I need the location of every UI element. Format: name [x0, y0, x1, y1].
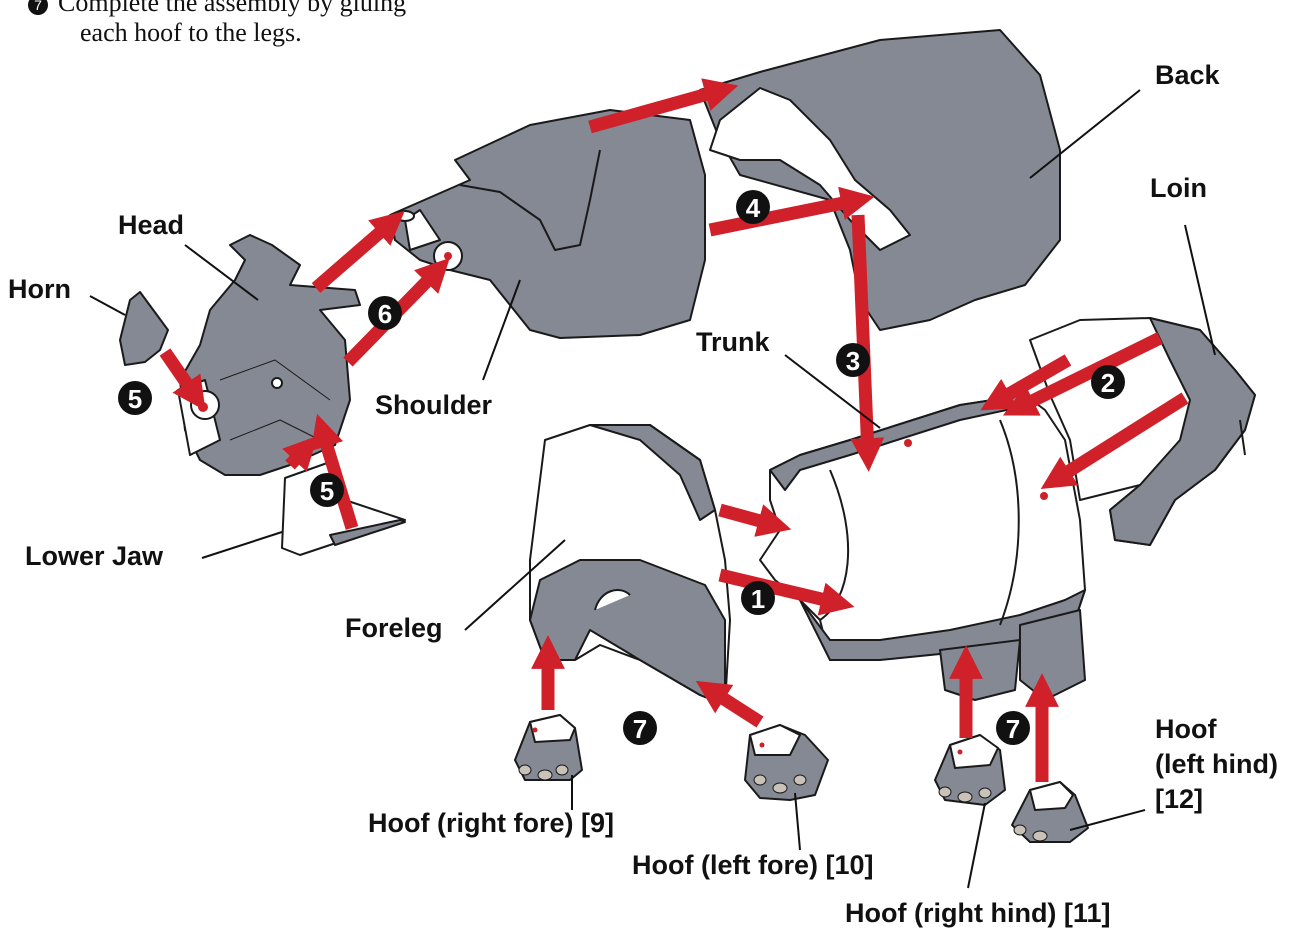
step-2-marker: 2 [1091, 365, 1125, 399]
label-hoof-left-hind-line2: (left hind) [1155, 749, 1278, 779]
label-back: Back [1155, 60, 1221, 90]
label-hoof-right-hind: Hoof (right hind) [11] [845, 898, 1110, 928]
label-trunk: Trunk [696, 327, 770, 357]
hoof-left-fore [745, 725, 828, 800]
arrow-head-shoulder-a [316, 222, 392, 288]
arrow-7-left-fore [710, 690, 760, 722]
svg-text:3: 3 [846, 346, 860, 376]
back-part [700, 30, 1060, 330]
horn-part [120, 292, 168, 365]
label-loin: Loin [1150, 173, 1207, 203]
svg-text:7: 7 [1006, 714, 1020, 744]
hoof-left-hind [1012, 782, 1088, 842]
arrow-foreleg-a [720, 510, 775, 525]
hoof-right-fore [515, 715, 582, 780]
label-foreleg: Foreleg [345, 613, 443, 643]
svg-text:5: 5 [128, 384, 142, 414]
svg-text:4: 4 [746, 193, 761, 223]
step-3-marker: 3 [836, 343, 870, 377]
svg-text:2: 2 [1101, 368, 1115, 398]
svg-text:6: 6 [378, 299, 392, 329]
label-hoof-left-fore: Hoof (left fore) [10] [632, 850, 873, 880]
step-1-marker: 1 [741, 581, 775, 615]
svg-text:5: 5 [320, 476, 334, 506]
label-hoof-right-fore: Hoof (right fore) [9] [368, 808, 614, 838]
label-head: Head [118, 210, 184, 240]
label-shoulder: Shoulder [375, 390, 492, 420]
step-6-marker: 6 [368, 296, 402, 330]
step-5-marker-horn: 5 [118, 381, 152, 415]
step-4-marker: 4 [736, 190, 770, 224]
label-lower-jaw: Lower Jaw [25, 541, 164, 571]
label-hoof-left-hind-line1: Hoof [1155, 714, 1217, 744]
svg-text:7: 7 [633, 714, 647, 744]
svg-text:1: 1 [751, 584, 765, 614]
trunk-part [760, 395, 1085, 700]
shoulder-part [390, 110, 705, 338]
step-7-marker-hind: 7 [996, 711, 1030, 745]
label-hoof-left-hind-line3: [12] [1155, 784, 1203, 814]
hoof-right-hind [935, 735, 1005, 805]
step-7-marker-fore: 7 [623, 711, 657, 745]
label-horn: Horn [8, 274, 71, 304]
step-5-marker-jaw: 5 [310, 473, 344, 507]
foreleg-part [530, 425, 730, 705]
